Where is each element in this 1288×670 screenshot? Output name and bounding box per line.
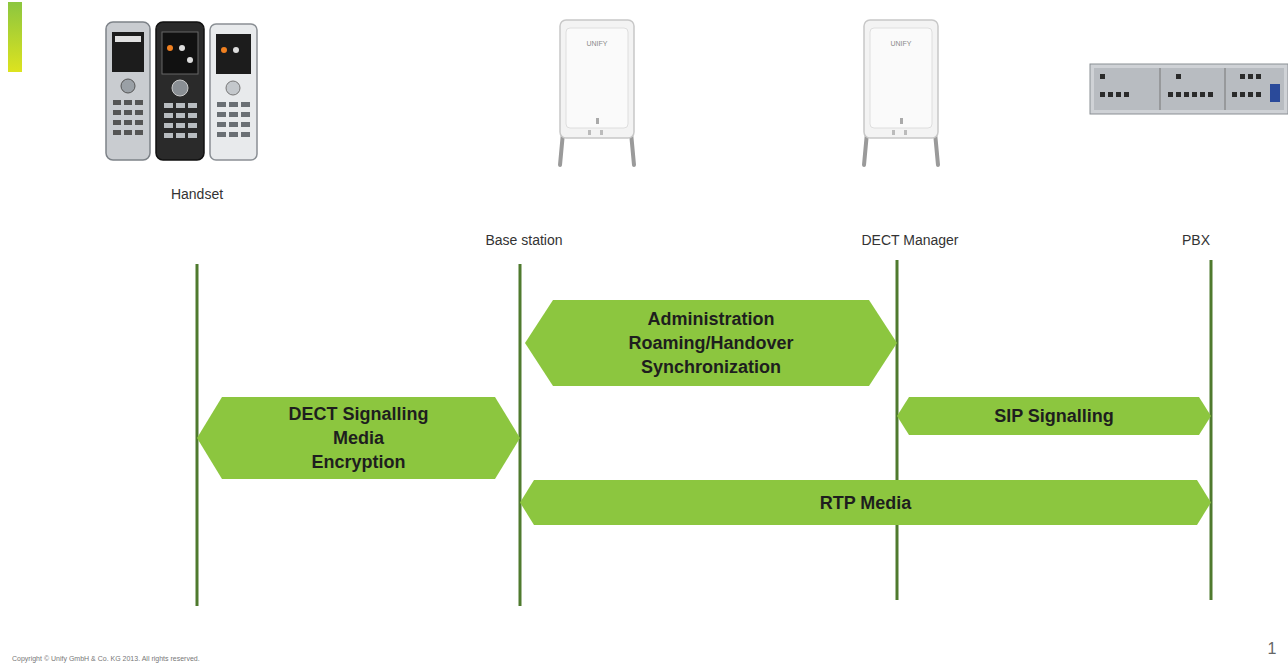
band-text: Encryption	[311, 450, 405, 474]
band-text: Administration	[647, 307, 774, 331]
band-text: Synchronization	[641, 355, 781, 379]
lifeline	[196, 264, 199, 606]
brand-mark: UNIFY	[891, 40, 912, 47]
band-text: DECT Signalling	[288, 402, 428, 426]
lifeline	[519, 264, 522, 606]
band-outline	[897, 397, 1211, 435]
arrow-band: SIP Signalling	[897, 397, 1211, 435]
lifelines	[197, 260, 1211, 606]
band-outline	[525, 300, 897, 386]
arrow-band: AdministrationRoaming/HandoverSynchroniz…	[525, 300, 897, 386]
band-text: RTP Media	[820, 491, 912, 515]
accent-bar	[8, 2, 22, 72]
band-outline	[197, 397, 520, 479]
device-label: Base station	[485, 232, 562, 248]
page-number: 1	[1268, 640, 1277, 658]
lifeline	[896, 260, 899, 600]
band-outline	[520, 480, 1211, 525]
band-text: Media	[333, 426, 384, 450]
lifeline	[1210, 260, 1213, 600]
base-station-picture	[560, 20, 634, 165]
band-text: SIP Signalling	[994, 404, 1114, 428]
brand-mark: UNIFY	[587, 40, 608, 47]
band-text: Roaming/Handover	[628, 331, 793, 355]
device-label: Handset	[171, 186, 223, 202]
handset-picture	[106, 22, 257, 160]
device-label: PBX	[1182, 232, 1210, 248]
dect-manager-picture	[864, 20, 938, 165]
device-label: DECT Manager	[861, 232, 958, 248]
pbx-picture	[1090, 64, 1288, 114]
copyright-note: Copyright © Unify GmbH & Co. KG 2013. Al…	[12, 655, 200, 662]
arrow-band: DECT SignallingMediaEncryption	[197, 397, 520, 479]
arrow-band: RTP Media	[520, 480, 1211, 525]
